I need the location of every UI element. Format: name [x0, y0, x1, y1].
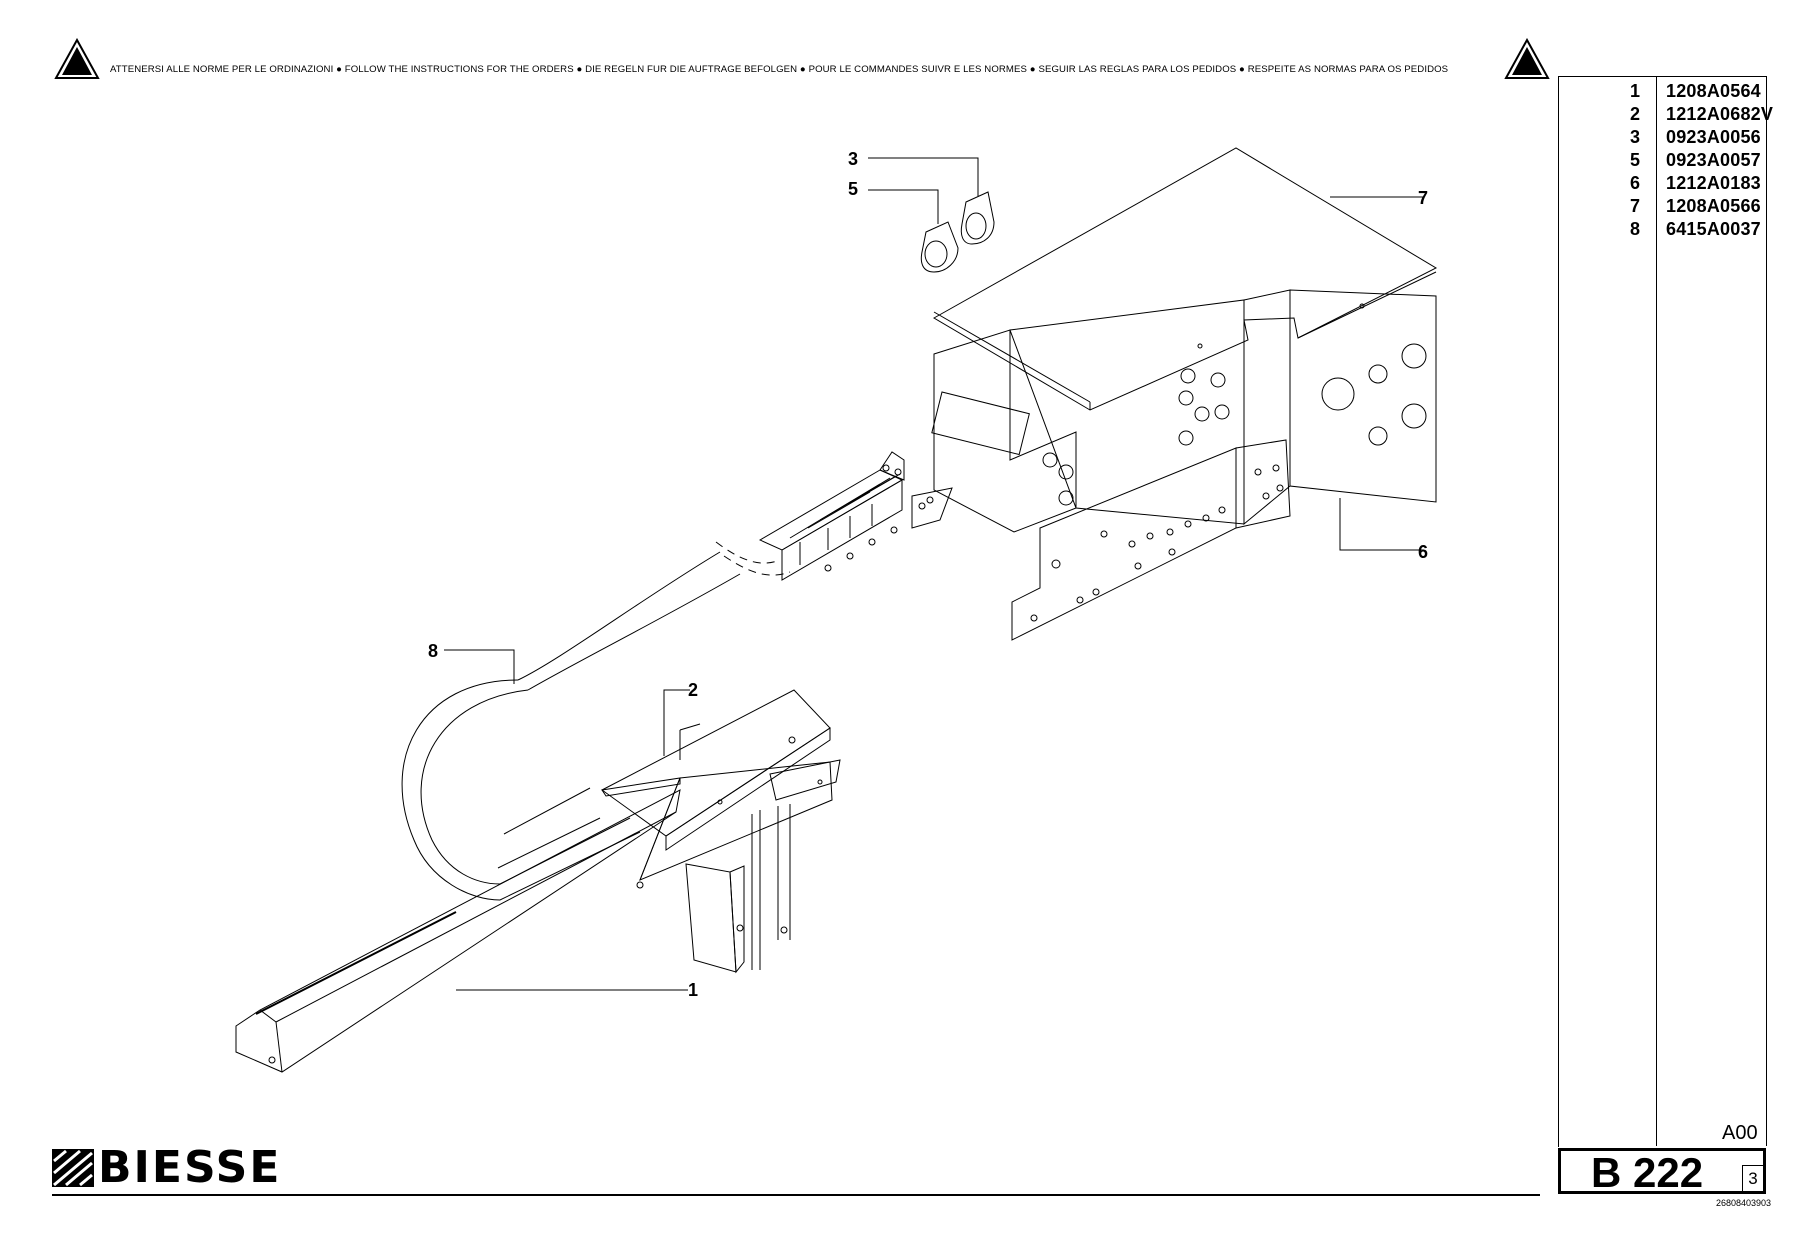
part-1-rail	[235, 759, 841, 1073]
footer-rule	[52, 1194, 1540, 1196]
callout-3: 3	[848, 149, 858, 169]
parts-panel	[1558, 76, 1767, 1147]
order-instructions-notice: ATTENERSI ALLE NORME PER LE ORDINAZIONI …	[110, 64, 1449, 75]
part-7-top-cover	[932, 147, 1438, 411]
callout-7: 7	[1418, 188, 1428, 208]
warning-triangle-icon	[54, 38, 100, 79]
sheet-number: 3	[1742, 1165, 1763, 1192]
parts-column-divider	[1656, 76, 1658, 1146]
parts-3-5-washers	[920, 191, 995, 273]
revision-label: A00	[1722, 1122, 1758, 1144]
callout-1: 1	[688, 980, 698, 1000]
part-2-plate	[601, 689, 833, 881]
parts-panel-right-edge	[1766, 76, 1768, 1146]
drawing-code: B 222	[1591, 1149, 1704, 1196]
biesse-logo-icon	[52, 1149, 94, 1187]
callout-6: 6	[1418, 542, 1428, 562]
callout-5: 5	[848, 179, 858, 199]
brand-name: BIESSE	[98, 1142, 282, 1193]
callout-2: 2	[688, 680, 698, 700]
part-8-cable-chain	[401, 451, 953, 901]
warning-triangle-icon	[1504, 38, 1550, 79]
drawing-code-box: B 222 3	[1558, 1148, 1766, 1196]
leader-lines	[444, 157, 1424, 991]
drawing-number: 26808403903	[1716, 1198, 1772, 1208]
brand-logo: BIESSE	[52, 1142, 282, 1193]
callout-8: 8	[428, 641, 438, 661]
part-6-housing	[931, 289, 1437, 641]
